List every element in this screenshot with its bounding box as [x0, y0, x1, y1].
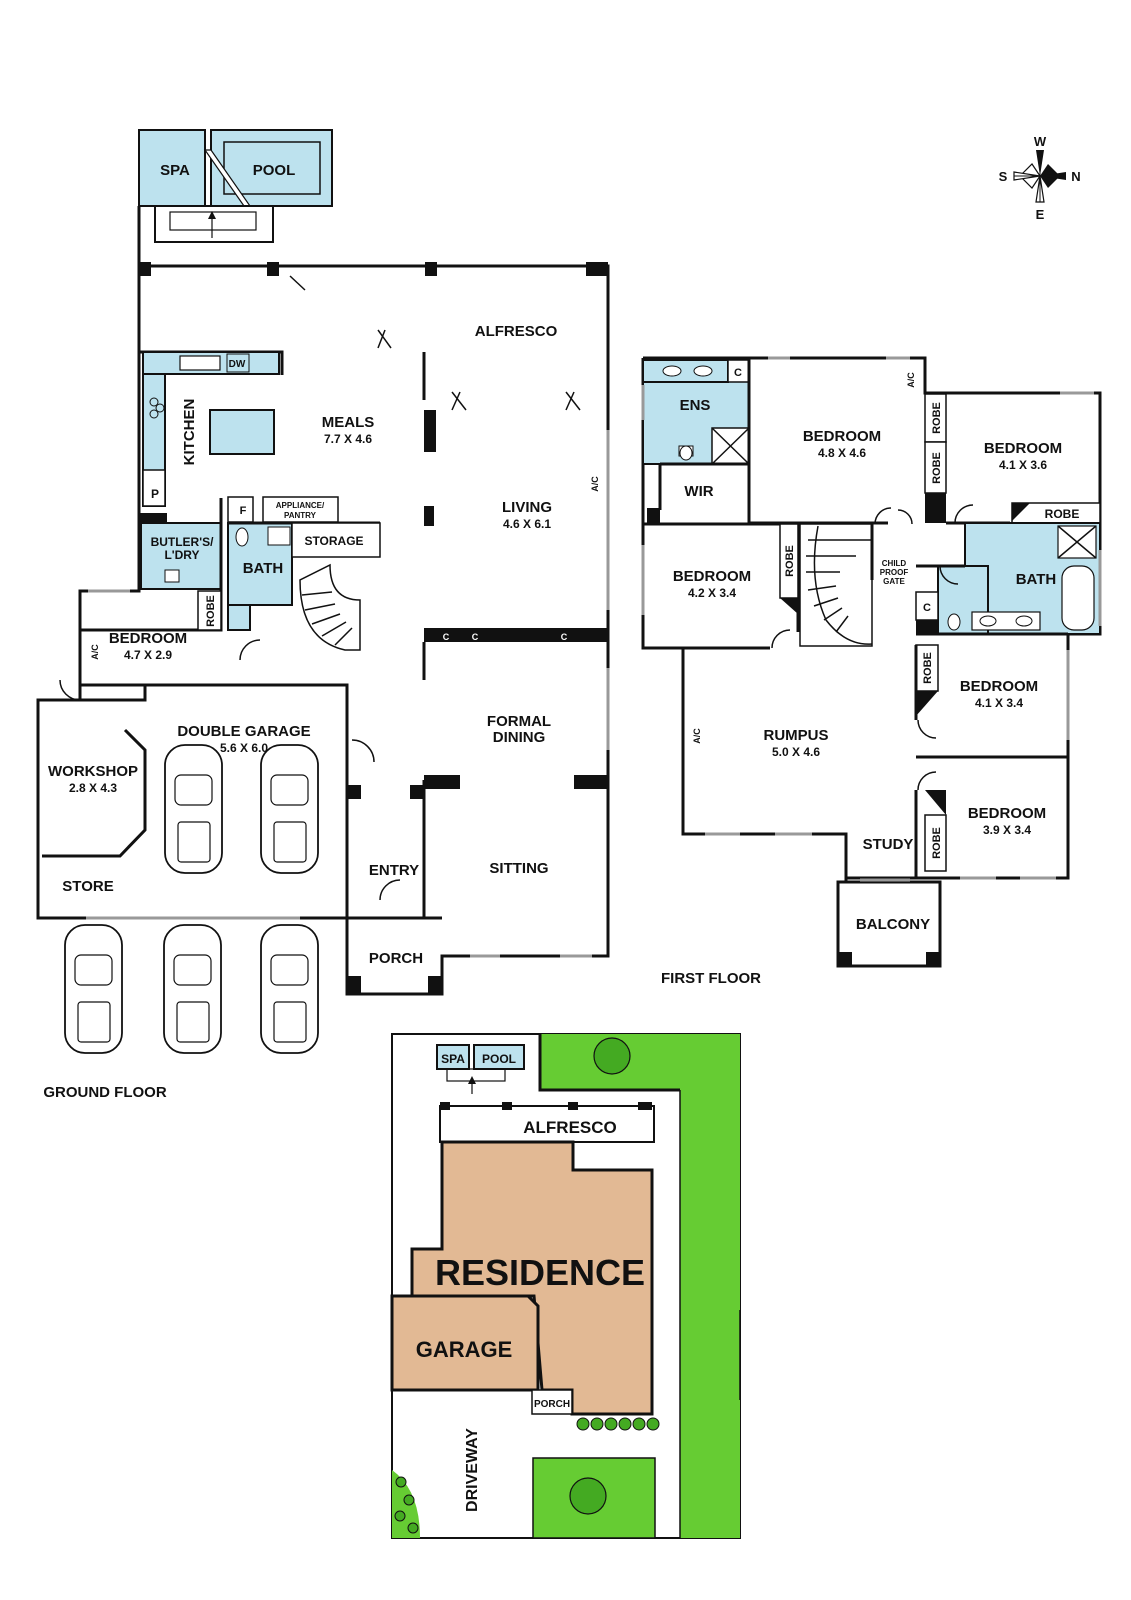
label-meals-dim: 7.7 X 4.6 — [324, 432, 372, 446]
label-bedroom-master: BEDROOM — [803, 428, 881, 445]
label-bedroom-4-dim: 4.1 X 3.4 — [975, 696, 1023, 710]
label-c-bath: C — [923, 602, 931, 614]
label-dw: DW — [229, 359, 246, 370]
label-workshop: WORKSHOP — [48, 763, 138, 780]
site-label-spa: SPA — [441, 1052, 465, 1066]
car-icon — [260, 924, 319, 1054]
label-living-dim: 4.6 X 6.1 — [503, 517, 551, 531]
label-double-garage: DOUBLE GARAGE — [177, 723, 310, 740]
first-floor-plan: ENS C WIR BEDROOM 4.8 X 4.6 A/C ROBE ROB… — [641, 356, 1102, 987]
compass-rose: W S N E — [999, 134, 1081, 222]
compass-e: E — [1036, 207, 1045, 222]
site-label-residence: RESIDENCE — [435, 1252, 645, 1293]
tree-icon — [569, 1477, 607, 1515]
label-entry: ENTRY — [369, 862, 419, 879]
label-bedroom-5: BEDROOM — [968, 805, 1046, 822]
compass-s: S — [999, 169, 1008, 184]
label-storage: STORAGE — [304, 534, 363, 548]
label-porch-ground: PORCH — [369, 950, 423, 967]
label-pool: POOL — [253, 162, 296, 179]
label-wir: WIR — [684, 483, 713, 500]
label-bedroom-3-dim: 4.2 X 3.4 — [688, 586, 736, 600]
label-robe-3: ROBE — [1045, 507, 1080, 521]
label-spa: SPA — [160, 162, 190, 179]
label-ac-master: A/C — [906, 372, 916, 388]
label-living: LIVING — [502, 499, 552, 516]
label-bedroom-5-dim: 3.9 X 3.4 — [983, 823, 1031, 837]
label-c-ens: C — [734, 367, 742, 379]
label-ac-rumpus: A/C — [692, 728, 702, 744]
label-br: BR — [176, 514, 189, 524]
lawn-area — [540, 1034, 740, 1538]
label-meals: MEALS — [322, 414, 375, 431]
label-c3: C — [561, 632, 568, 642]
label-bedroom-3: BEDROOM — [673, 568, 751, 585]
car-icon — [260, 744, 319, 874]
label-bedroom-ground: BEDROOM — [109, 630, 187, 647]
compass-w: W — [1034, 134, 1047, 149]
label-gate-2: PROOF — [880, 568, 909, 577]
site-label-pool: POOL — [482, 1052, 516, 1066]
label-ens: ENS — [680, 397, 711, 414]
site-label-porch: PORCH — [534, 1399, 570, 1410]
label-butlers-1: BUTLER'S/ — [151, 535, 215, 549]
label-bedroom-2-dim: 4.1 X 3.6 — [999, 458, 1047, 472]
site-plan: SPA POOL ALFRESCO RESIDENCE GARAGE PORCH… — [390, 1033, 741, 1539]
site-label-driveway: DRIVEWAY — [464, 1428, 481, 1512]
tree-icon — [593, 1037, 631, 1075]
label-butlers-2: L'DRY — [164, 548, 199, 562]
label-gate-3: GATE — [883, 577, 905, 586]
label-robe-1: ROBE — [931, 402, 943, 434]
label-garage-dim: 5.6 X 6.0 — [220, 741, 268, 755]
label-robe-2: ROBE — [931, 452, 943, 484]
label-robe-6: ROBE — [931, 827, 943, 859]
ground-floor-title: GROUND FLOOR — [43, 1084, 166, 1101]
ground-floor-plan: SPA POOL ALFRESCO DW KITCHEN MEALS 7.7 X… — [36, 129, 610, 1101]
label-rumpus: RUMPUS — [763, 727, 828, 744]
label-bath-first: BATH — [1016, 571, 1057, 588]
car-icon — [64, 924, 123, 1054]
label-c2: C — [472, 632, 479, 642]
label-f: F — [240, 505, 247, 517]
label-robe-5: ROBE — [922, 652, 934, 684]
label-balcony: BALCONY — [856, 916, 930, 933]
label-bedroom-master-dim: 4.8 X 4.6 — [818, 446, 866, 460]
label-p: P — [151, 487, 159, 501]
compass-n: N — [1071, 169, 1080, 184]
label-bath-ground: BATH — [243, 560, 284, 577]
label-store: STORE — [62, 878, 113, 895]
label-study: STUDY — [863, 836, 914, 853]
label-gate-1: CHILD — [882, 559, 907, 568]
label-rumpus-dim: 5.0 X 4.6 — [772, 745, 820, 759]
garage-area — [390, 1294, 540, 1392]
label-bedroom-ground-dim: 4.7 X 2.9 — [124, 648, 172, 662]
site-label-alfresco: ALFRESCO — [523, 1118, 617, 1137]
label-ac-living: A/C — [590, 476, 600, 492]
label-appliance-2: PANTRY — [284, 511, 317, 520]
first-floor-title: FIRST FLOOR — [661, 970, 761, 987]
label-ac-bedroom: A/C — [90, 644, 100, 660]
label-c1: C — [443, 632, 450, 642]
spa-area — [138, 129, 206, 207]
site-label-garage: GARAGE — [416, 1337, 513, 1362]
label-appliance-1: APPLIANCE/ — [276, 501, 325, 510]
label-alfresco: ALFRESCO — [475, 323, 558, 340]
label-sitting: SITTING — [489, 860, 548, 877]
label-robe-ground: ROBE — [205, 595, 217, 627]
car-icon — [164, 744, 223, 874]
label-robe-4: ROBE — [784, 545, 796, 577]
label-formal-1: FORMAL — [487, 713, 551, 730]
label-workshop-dim: 2.8 X 4.3 — [69, 781, 117, 795]
label-bedroom-4: BEDROOM — [960, 678, 1038, 695]
label-bedroom-2: BEDROOM — [984, 440, 1062, 457]
label-kitchen: KITCHEN — [181, 399, 198, 466]
car-icon — [163, 924, 222, 1054]
label-formal-2: DINING — [493, 729, 546, 746]
